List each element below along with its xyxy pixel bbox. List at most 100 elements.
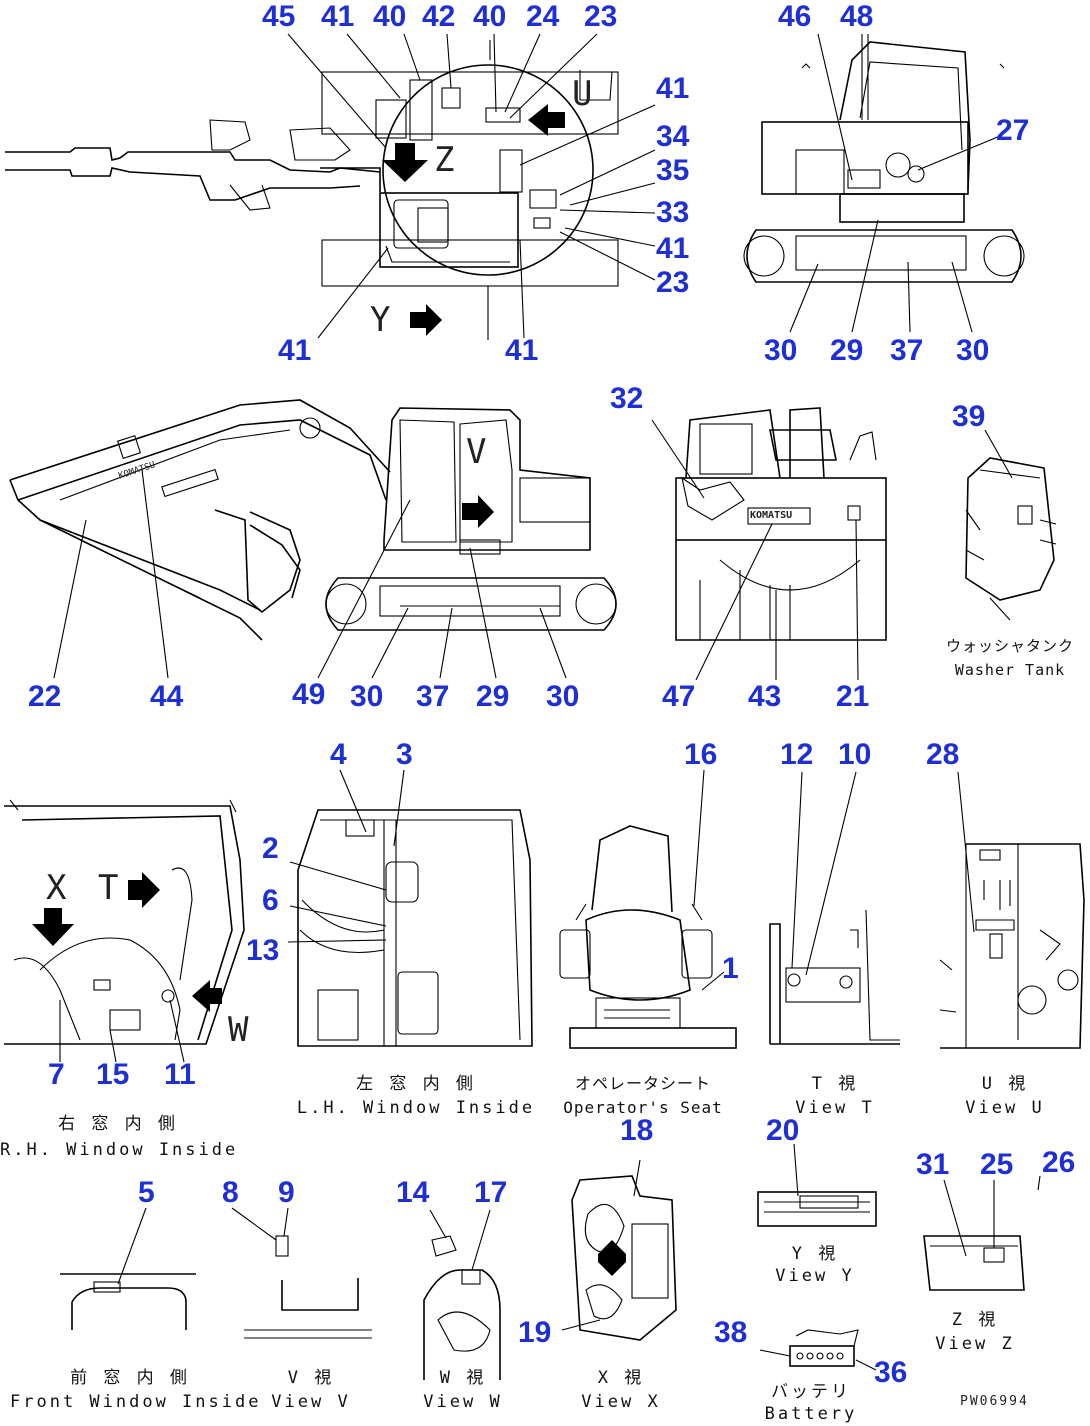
callout-41: 41 bbox=[656, 232, 690, 265]
callout-28: 28 bbox=[926, 738, 960, 771]
side-view-drawing bbox=[9, 399, 617, 679]
callout-22: 22 bbox=[28, 680, 62, 713]
front-window-drawing bbox=[60, 1207, 196, 1330]
callout-2: 2 bbox=[262, 832, 279, 865]
rear-view-drawing bbox=[743, 33, 1025, 333]
callout-3: 3 bbox=[396, 738, 413, 771]
callout-36: 36 bbox=[874, 1356, 908, 1389]
view-letter-x: X bbox=[46, 868, 67, 908]
view-x-drawing bbox=[561, 1159, 677, 1341]
callout-41: 41 bbox=[505, 334, 539, 367]
callout-23: 23 bbox=[584, 0, 618, 33]
view-u-drawing bbox=[939, 771, 1085, 1049]
rear-detail-drawing bbox=[651, 407, 887, 681]
callout-18: 18 bbox=[620, 1114, 654, 1147]
callout-47: 47 bbox=[662, 680, 696, 713]
view-u-caption-en: View U bbox=[965, 1098, 1045, 1118]
callout-27: 27 bbox=[996, 114, 1030, 147]
callout-4: 4 bbox=[330, 738, 347, 771]
battery-caption-jp: バッテリ bbox=[771, 1382, 851, 1402]
callout-44: 44 bbox=[150, 680, 184, 713]
view-u-caption-jp: U 視 bbox=[981, 1074, 1029, 1094]
callout-41: 41 bbox=[656, 72, 690, 105]
view-x-caption-jp: X 視 bbox=[597, 1368, 645, 1388]
view-letter-y: Y bbox=[370, 300, 391, 340]
callout-21: 21 bbox=[836, 680, 870, 713]
callout-19: 19 bbox=[518, 1316, 552, 1349]
view-z-drawing bbox=[923, 1175, 1041, 1291]
view-t-caption-en: View T bbox=[795, 1098, 875, 1118]
callout-38: 38 bbox=[714, 1316, 748, 1349]
washer-tank-drawing bbox=[965, 429, 1057, 621]
callout-41: 41 bbox=[278, 334, 312, 367]
view-x-caption-en: View X bbox=[581, 1392, 661, 1412]
callout-24: 24 bbox=[526, 0, 560, 33]
lh-window-caption-en: L.H. Window Inside bbox=[296, 1098, 536, 1118]
callout-13: 13 bbox=[246, 934, 280, 967]
callout-37: 37 bbox=[890, 334, 924, 367]
callout-15: 15 bbox=[96, 1058, 130, 1091]
callout-45: 45 bbox=[262, 0, 296, 33]
callout-12: 12 bbox=[780, 738, 814, 771]
drawing-code: PW06994 bbox=[960, 1394, 1029, 1409]
view-v-drawing bbox=[231, 1207, 372, 1339]
view-letter-t: T bbox=[98, 868, 119, 908]
callout-32: 32 bbox=[610, 382, 644, 415]
seat-caption-en: Operator's Seat bbox=[563, 1098, 723, 1117]
callout-34: 34 bbox=[656, 120, 690, 153]
callout-23: 23 bbox=[656, 266, 690, 299]
callout-30: 30 bbox=[764, 334, 798, 367]
view-v-caption-jp: V 視 bbox=[287, 1368, 335, 1388]
callout-10: 10 bbox=[838, 738, 872, 771]
operator-seat-drawing bbox=[559, 769, 737, 1049]
callout-30: 30 bbox=[956, 334, 990, 367]
callout-29: 29 bbox=[830, 334, 864, 367]
callout-41: 41 bbox=[321, 0, 355, 33]
callout-49: 49 bbox=[292, 678, 326, 711]
callout-26: 26 bbox=[1042, 1146, 1076, 1179]
callout-16: 16 bbox=[684, 738, 718, 771]
callout-33: 33 bbox=[656, 196, 690, 229]
callout-9: 9 bbox=[278, 1176, 295, 1209]
rh-window-caption-en: R.H. Window Inside bbox=[0, 1140, 239, 1160]
view-z-caption-en: View Z bbox=[935, 1334, 1015, 1354]
battery-drawing bbox=[759, 1329, 877, 1371]
callout-7: 7 bbox=[48, 1058, 65, 1091]
rh-window-caption-jp: 右 窓 内 側 bbox=[58, 1114, 178, 1134]
rh-window-drawing bbox=[4, 799, 245, 1063]
callout-43: 43 bbox=[748, 680, 782, 713]
view-w-drawing bbox=[423, 1209, 501, 1380]
callout-40: 40 bbox=[473, 0, 507, 33]
callout-11: 11 bbox=[164, 1058, 196, 1091]
view-w-caption-jp: W 視 bbox=[439, 1368, 487, 1388]
view-y-caption-en: View Y bbox=[775, 1266, 855, 1286]
view-y-drawing bbox=[757, 1143, 877, 1227]
rear-brand-mark: KOMATSU bbox=[750, 510, 793, 521]
callout-17: 17 bbox=[474, 1176, 508, 1209]
callout-37: 37 bbox=[416, 680, 450, 713]
callout-29: 29 bbox=[476, 680, 510, 713]
callout-39: 39 bbox=[952, 400, 986, 433]
washer-caption-en: Washer Tank bbox=[954, 661, 1066, 679]
lh-window-caption-jp: 左 窓 内 側 bbox=[356, 1074, 476, 1094]
view-z-caption-jp: Z 視 bbox=[951, 1310, 999, 1330]
callout-14: 14 bbox=[396, 1176, 430, 1209]
callout-25: 25 bbox=[980, 1148, 1014, 1181]
callout-8: 8 bbox=[222, 1176, 239, 1209]
callout-42: 42 bbox=[422, 0, 456, 33]
view-letter-u: U bbox=[572, 74, 593, 114]
callout-30: 30 bbox=[546, 680, 580, 713]
callout-48: 48 bbox=[840, 0, 874, 33]
front-window-caption-jp: 前 窓 内 側 bbox=[70, 1368, 190, 1388]
callout-46: 46 bbox=[778, 0, 812, 33]
view-letter-z: Z bbox=[434, 140, 455, 180]
view-v-caption-en: View V bbox=[271, 1392, 351, 1412]
top-view-drawing bbox=[5, 33, 656, 340]
callout-35: 35 bbox=[656, 154, 690, 187]
callout-30: 30 bbox=[350, 680, 384, 713]
callout-20: 20 bbox=[766, 1114, 800, 1147]
callout-1: 1 bbox=[722, 952, 739, 985]
callout-5: 5 bbox=[138, 1176, 155, 1209]
callout-6: 6 bbox=[262, 884, 279, 917]
